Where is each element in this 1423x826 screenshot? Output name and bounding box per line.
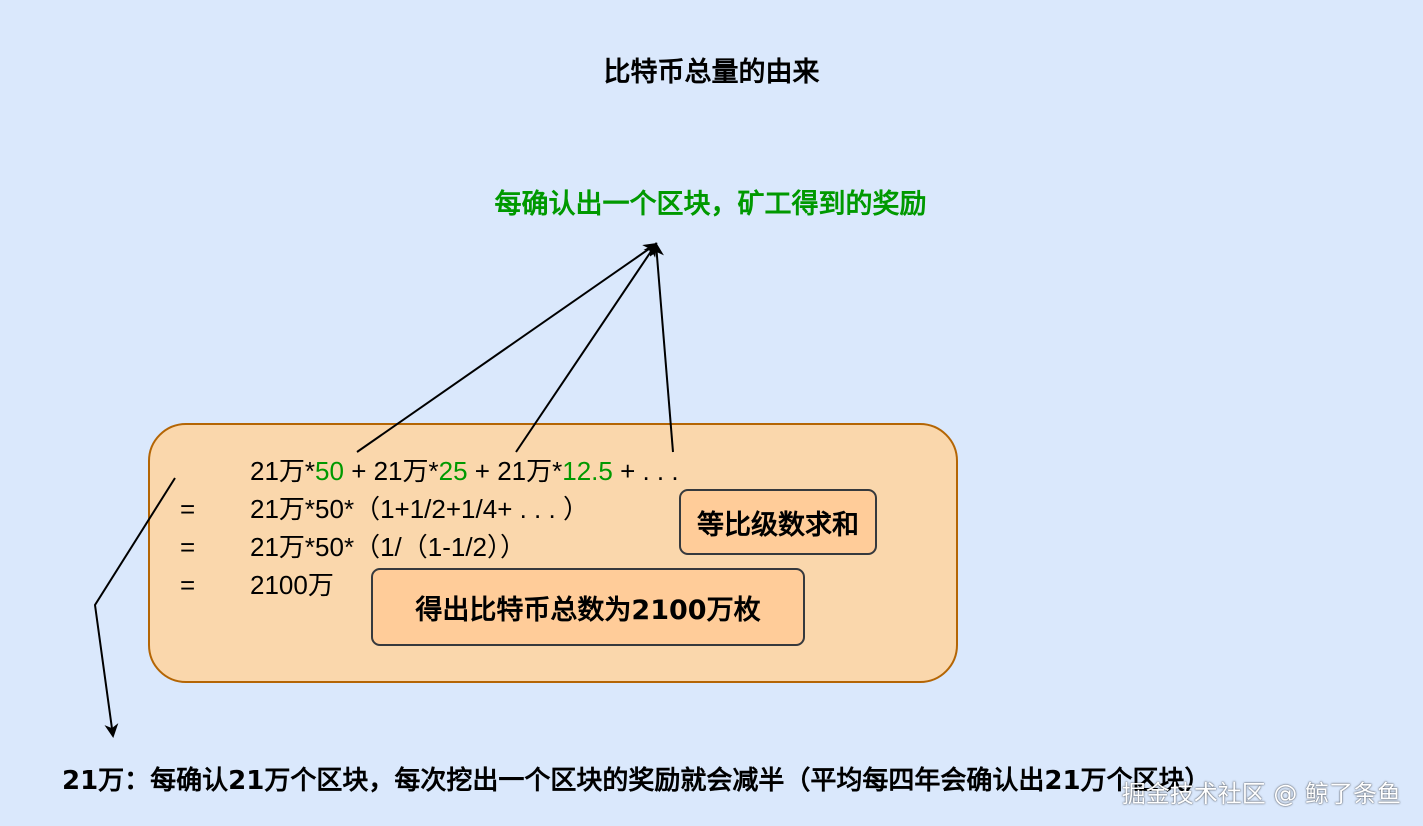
formula-line-3: 21万*50*（1/（1-1/2）） <box>250 532 527 562</box>
reward-label: 每确认出一个区块，矿工得到的奖励 <box>0 182 1423 221</box>
reward-value-50: 50 <box>315 456 344 486</box>
equals-sign-2: = <box>180 494 196 524</box>
formula-term-2: + 21万* <box>343 456 439 486</box>
formula-term-3: + 21万* <box>467 456 563 486</box>
arrow-21w-to-footnote <box>93 477 176 738</box>
diagram-title: 比特币总量的由来 <box>603 57 820 88</box>
arrow-12-5-to-reward <box>650 242 674 453</box>
footnote-halving: 21万：每确认21万个区块，每次挖出一个区块的奖励就会减半（平均每四年会确认出2… <box>62 766 1211 796</box>
formula-line-4: 2100万 <box>250 570 334 600</box>
reward-label-text: 每确认出一个区块，矿工得到的奖励 <box>494 189 927 220</box>
formula-line-2: 21万*50*（1+1/2+1/4+ . . . ） <box>250 494 589 524</box>
reward-value-25: 25 <box>438 456 468 486</box>
callout-total-result: 得出比特币总数为2100万枚 <box>371 568 805 646</box>
arrow-50-to-reward <box>356 242 658 453</box>
equals-sign-3: = <box>180 532 196 562</box>
reward-value-12-5: 12.5 <box>562 456 613 486</box>
formula-line-1: 21万*50 + 21万*25 + 21万*12.5 + . . . <box>250 456 679 486</box>
formula-term-4: + . . . <box>612 456 679 486</box>
watermark: 掘金技术社区 @ 鲸了条鱼 <box>1121 780 1401 808</box>
equals-sign-4: = <box>180 570 196 600</box>
formula-term-1: 21万* <box>250 456 316 486</box>
callout-geometric-sum: 等比级数求和 <box>679 489 877 555</box>
arrow-25-to-reward <box>515 242 658 453</box>
